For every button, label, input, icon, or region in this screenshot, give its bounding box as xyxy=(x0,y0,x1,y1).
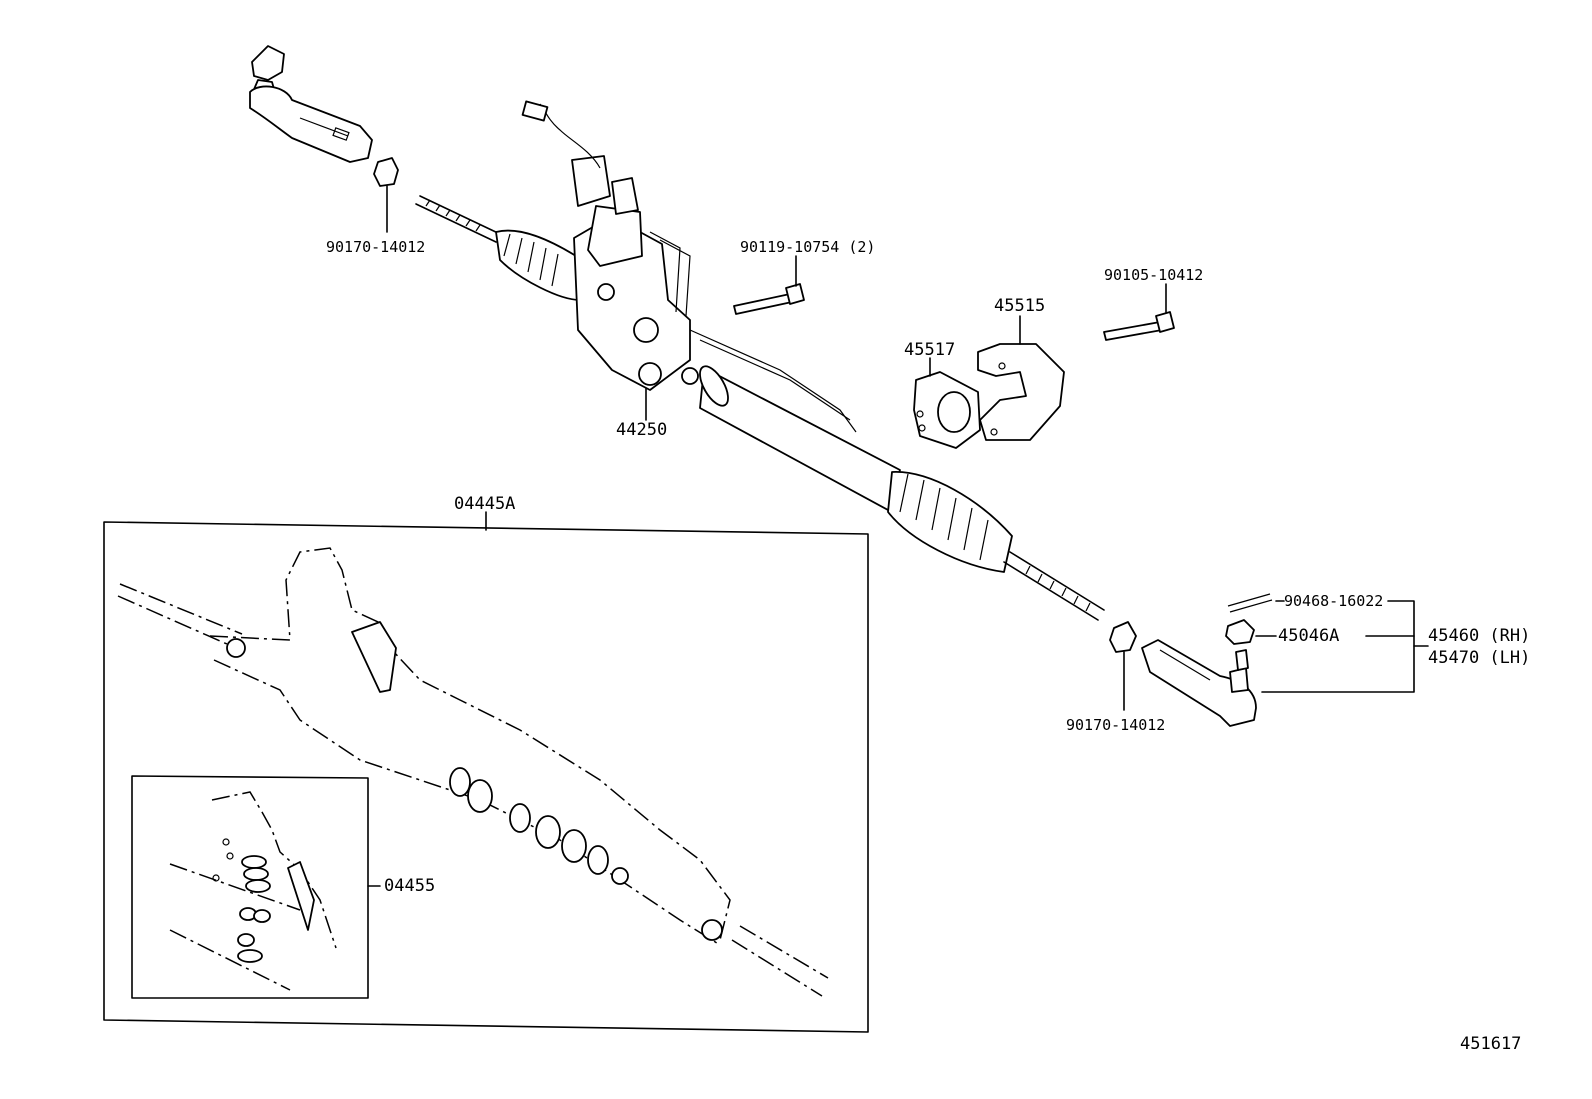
kit-box-04445A xyxy=(103,511,869,1033)
bolt-right xyxy=(1103,311,1175,341)
label-90105-10412: 90105-10412 xyxy=(1104,266,1204,284)
nut-right xyxy=(1109,621,1137,653)
castle-nut xyxy=(1225,619,1255,645)
kit-box-04455 xyxy=(131,775,381,999)
bracket-45515 xyxy=(977,343,1065,441)
tie-rod-end-right xyxy=(1141,639,1257,727)
label-45046A: 45046A xyxy=(1278,626,1340,646)
label-45460-rh: 45460 (RH) xyxy=(1428,626,1531,646)
label-45470-lh: 45470 (LH) xyxy=(1428,648,1531,668)
label-45517: 45517 xyxy=(904,340,956,360)
label-90468-16022: 90468-16022 xyxy=(1284,592,1384,610)
tie-rod-end-left xyxy=(249,45,373,163)
bolt-center xyxy=(733,283,805,315)
label-90170-14012-right: 90170-14012 xyxy=(1066,716,1166,734)
cushion-45517 xyxy=(913,371,981,449)
nut-left xyxy=(373,157,399,187)
label-90119-10754: 90119-10754 (2) xyxy=(740,238,876,256)
label-45515: 45515 xyxy=(994,296,1046,316)
label-04455: 04455 xyxy=(384,876,436,896)
diagram-id: 451617 xyxy=(1460,1034,1522,1054)
rack-assembly xyxy=(415,100,1105,621)
cotter-pin xyxy=(1227,593,1273,613)
label-90170-14012-left: 90170-14012 xyxy=(326,238,426,256)
label-44250: 44250 xyxy=(616,420,668,440)
label-04445A: 04445A xyxy=(454,494,516,514)
